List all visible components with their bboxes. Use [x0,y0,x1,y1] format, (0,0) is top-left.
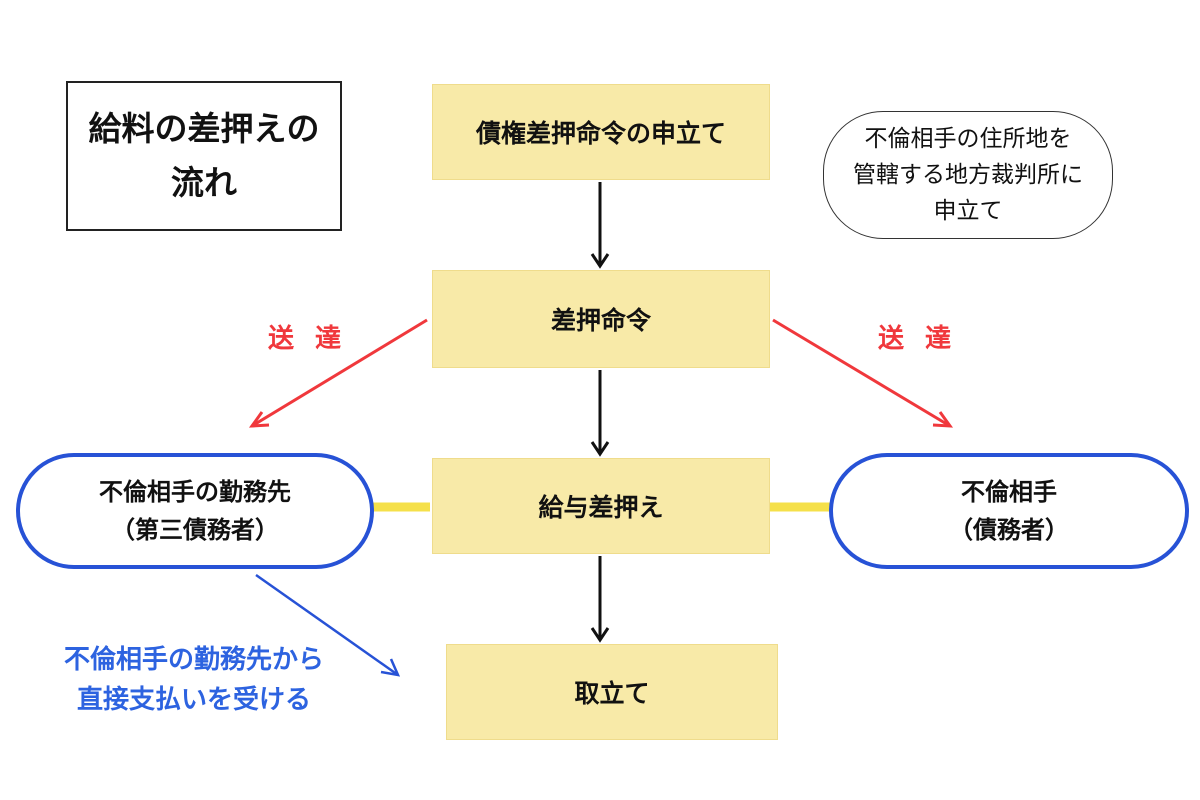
red-arrow-left [248,318,428,428]
bubble-line-2: 管轄する地方裁判所に [853,162,1083,188]
arrow-garnish-to-collect [590,556,610,643]
delivery-label-left: 送 達 [268,324,348,354]
step-garnish: 給与差押え [432,458,770,554]
arrow-petition-to-order [590,182,610,269]
employer-line-1: 不倫相手の勤務先 [99,478,291,506]
employer-node: 不倫相手の勤務先 （第三債務者） [16,453,374,569]
step-collect-label: 取立て [574,679,650,708]
delivery-label-right: 送 達 [878,324,958,354]
debtor-node: 不倫相手 （債務者） [829,453,1189,569]
step-order: 差押命令 [432,270,770,368]
employer-line-2: （第三債務者） [111,516,279,544]
bubble-line-3: 申立て [933,198,1003,224]
red-arrow-right [772,318,954,428]
direct-payment-line-1: 不倫相手の勤務先から [63,645,324,675]
step-petition: 債権差押命令の申立て [432,84,770,180]
diagram-title-box: 給料の差押えの 流れ [66,81,342,231]
title-line-2: 流れ [171,163,237,202]
direct-payment-label: 不倫相手の勤務先から 直接支払いを受ける [24,640,364,720]
step-collect: 取立て [446,644,778,740]
title-line-1: 給料の差押えの [88,109,320,148]
debtor-line-1: 不倫相手 [961,478,1057,506]
blue-arrow-direct [255,573,401,677]
direct-payment-line-2: 直接支払いを受ける [76,685,311,715]
debtor-line-2: （債務者） [949,516,1069,544]
arrow-order-to-garnish [590,370,610,457]
bubble-line-1: 不倫相手の住所地を [864,126,1072,152]
speech-bubble-court: 不倫相手の住所地を 管轄する地方裁判所に 申立て [823,111,1113,239]
step-order-label: 差押命令 [550,306,651,335]
step-garnish-label: 給与差押え [538,493,664,522]
step-petition-label: 債権差押命令の申立て [475,119,726,148]
